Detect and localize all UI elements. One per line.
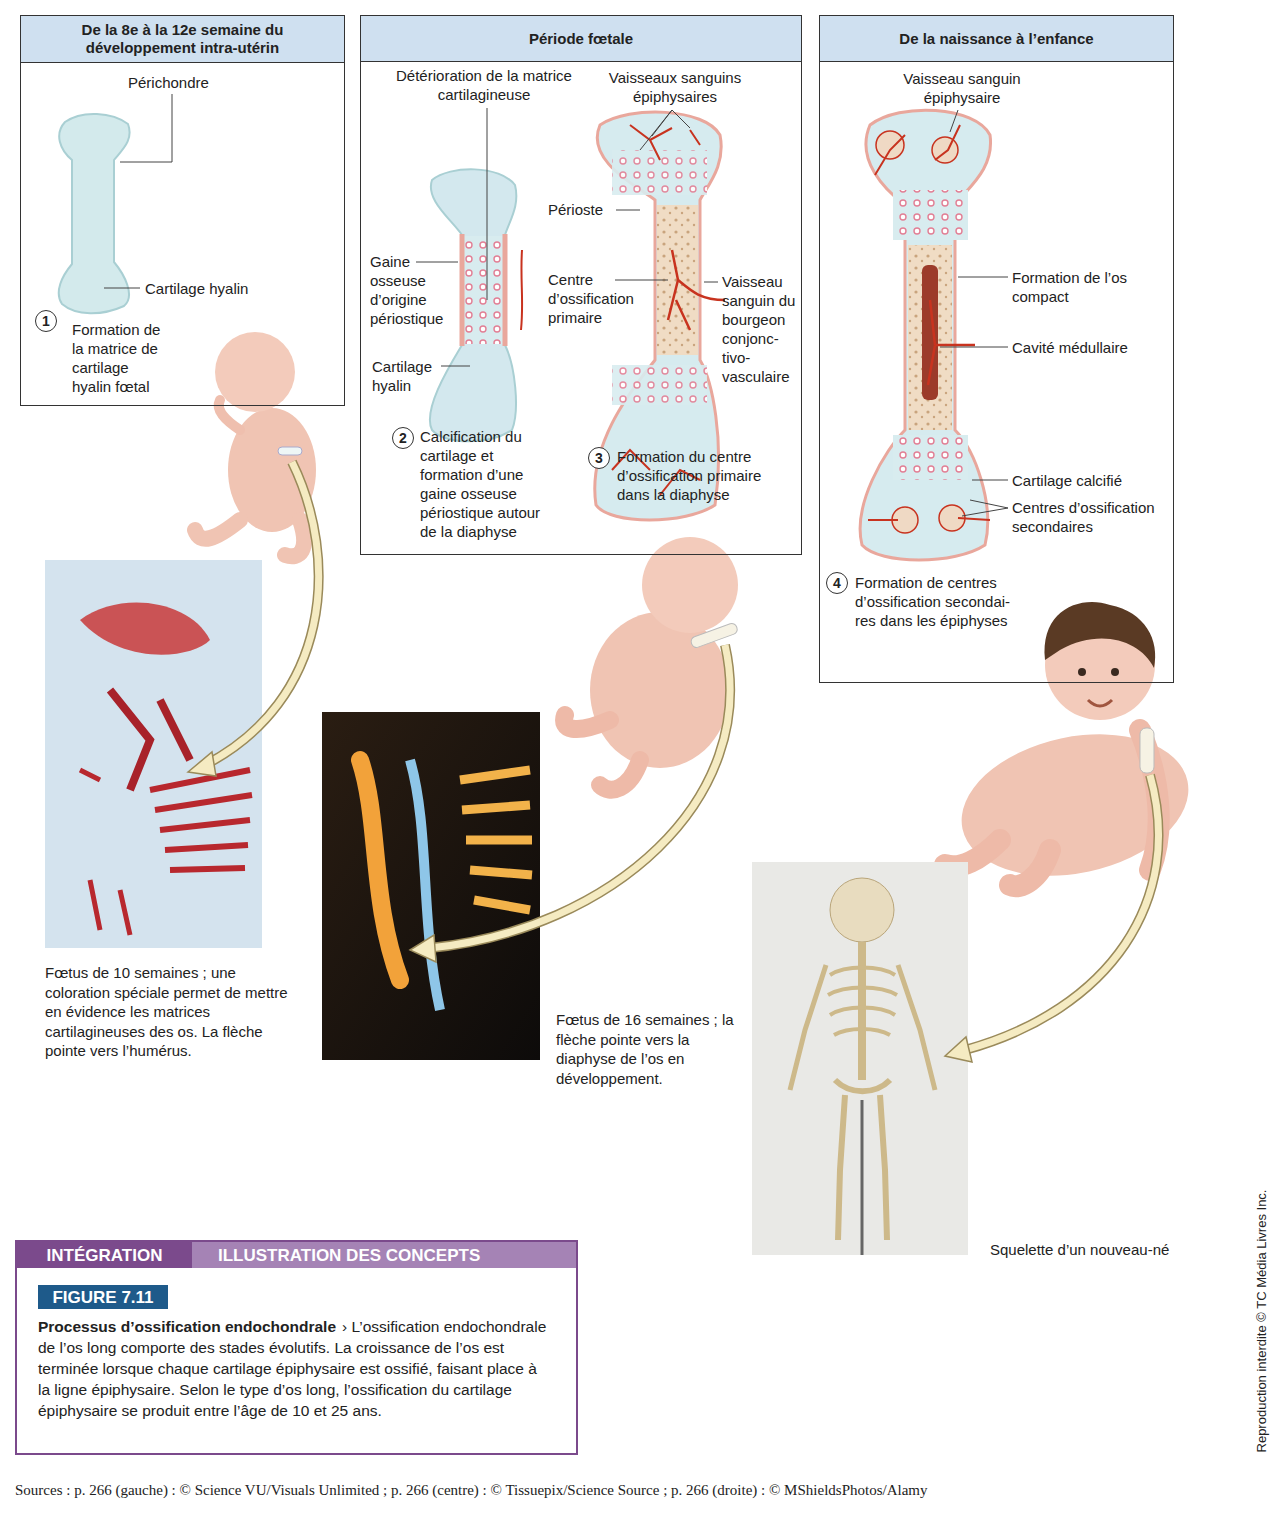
photo-caption: Squelette d’un nouveau-né [990, 1240, 1210, 1260]
periosteal-collar [503, 234, 508, 346]
leader-line [615, 280, 668, 281]
step-number: 1 [35, 310, 57, 332]
leader-line [416, 262, 458, 263]
section-band: INTÉGRATION [17, 1242, 192, 1268]
epiphyseal-cartilage [893, 435, 968, 480]
watermark: Reproduction interdite © TC Média Livres… [1254, 1131, 1270, 1511]
part-label: Centre d’ossification primaire [548, 270, 650, 327]
step-number: 3 [588, 447, 610, 469]
panel-header: Période fœtale [361, 16, 801, 62]
section-band: ILLUSTRATION DES CONCEPTS [192, 1242, 576, 1268]
baby [945, 602, 1202, 895]
photo-caption: Fœtus de 16 semaines ; la flèche pointe … [556, 1010, 738, 1088]
band-text: FIGURE 7.11 [52, 1289, 153, 1306]
leader-line [950, 110, 958, 132]
photo-16-weeks [322, 712, 540, 1060]
step-text: Formation du centre d’ossification prima… [617, 447, 795, 504]
fetus-16-weeks [564, 537, 739, 790]
leader-line [616, 210, 640, 211]
band-text: ILLUSTRATION DES CONCEPTS [218, 1247, 480, 1264]
blood-vessel [612, 125, 700, 495]
part-label: Cartilage hyalin [372, 357, 438, 395]
epiphyseal-cartilage [893, 190, 968, 240]
leader-line [640, 110, 690, 150]
leader-line [972, 480, 1008, 481]
leader-line [104, 288, 140, 289]
leader-line [120, 94, 172, 162]
part-label: Périoste [548, 200, 614, 219]
source-note: Sources : p. 266 (gauche) : © Science VU… [15, 1481, 1165, 1500]
leader-line [704, 282, 718, 283]
callout-number: 4 [833, 576, 841, 590]
periosteal-collar [460, 234, 465, 346]
pointer-arrow [410, 645, 730, 962]
blood-vessel [928, 300, 975, 385]
part-label: Vaisseau sanguin épiphysaire [872, 69, 1052, 107]
callout-number: 3 [595, 451, 603, 465]
step-text: Calcification du cartilage et formation … [420, 427, 560, 541]
pointer-arrow [945, 775, 1159, 1062]
fetus-10-weeks [195, 332, 316, 556]
blood-vessel [668, 250, 725, 330]
blood-vessel [521, 250, 522, 330]
leader-line [958, 277, 1008, 278]
figure-caption-box: Processus d’ossification endochondrale› … [15, 1240, 578, 1455]
stage-panel: De la 8e à la 12e semaine du développeme… [20, 15, 345, 406]
blood-vessel [868, 125, 990, 520]
cartilage-zone [612, 365, 707, 405]
panel-header: De la naissance à l’enfance [820, 16, 1173, 62]
part-label: Gaine osseuse d’origine périostique [370, 252, 458, 328]
part-label: Cartilage hyalin [145, 279, 275, 298]
callout-number: 1 [42, 314, 50, 328]
part-label: Vaisseaux sanguins épiphysaires [590, 68, 760, 106]
secondary-center [876, 131, 904, 159]
spongy-bone [908, 245, 952, 430]
step-number: 4 [826, 572, 848, 594]
caption-title: Processus d’ossification endochondrale [38, 1318, 336, 1335]
part-label: Périchondre [128, 73, 248, 92]
leader-line [487, 108, 488, 300]
photo-newborn-skeleton [752, 862, 968, 1255]
caption-body: Processus d’ossification endochondrale› … [38, 1316, 553, 1421]
leader-line [441, 366, 470, 367]
step-text: Formation de centres d’ossification seco… [855, 573, 1033, 630]
figure-number: FIGURE 7.11 [38, 1285, 168, 1309]
child-bone [860, 110, 990, 560]
calcified-zone [464, 236, 503, 344]
part-label: Détérioration de la matrice cartilagineu… [388, 66, 580, 104]
callout-number: 2 [399, 431, 407, 445]
part-label: Cartilage calcifié [1012, 471, 1162, 490]
calcifying-bone [430, 169, 516, 441]
cartilage-bone [59, 114, 130, 313]
part-label: Vaisseau sanguin du bourgeon conjonc- ti… [722, 272, 800, 386]
pointer-arrow [188, 462, 319, 776]
cartilage-zone [612, 150, 707, 195]
step-text: Formation de la matrice de cartilage hya… [72, 320, 172, 396]
part-label: Cavité médullaire [1012, 338, 1162, 357]
part-label: Centres d’ossification secondaires [1012, 498, 1172, 536]
step-number: 2 [392, 427, 414, 449]
panel-header: De la 8e à la 12e semaine du développeme… [21, 16, 344, 63]
leader-line [962, 500, 1008, 516]
band-text: INTÉGRATION [47, 1247, 163, 1264]
photo-caption: Fœtus de 10 semaines ; une coloration sp… [45, 963, 297, 1061]
part-label: Formation de l’os compact [1012, 268, 1132, 306]
leader-line [940, 347, 1008, 348]
